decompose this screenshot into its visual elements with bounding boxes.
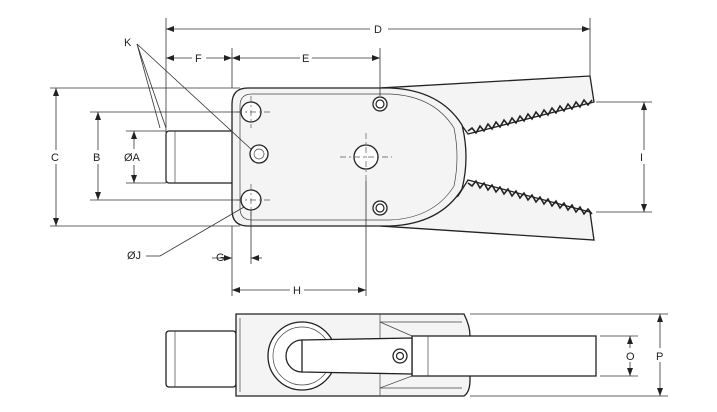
label-b: B xyxy=(93,152,100,164)
housing-inner xyxy=(239,93,458,221)
upper-serration xyxy=(467,98,593,135)
screw-k xyxy=(249,144,269,164)
housing-outer xyxy=(231,87,467,227)
label-h: H xyxy=(293,285,301,297)
label-e: E xyxy=(302,53,309,65)
label-p: P xyxy=(656,351,663,363)
screw-k-inner xyxy=(253,148,265,160)
dim-d: D xyxy=(165,18,591,183)
pin-upper xyxy=(372,96,388,112)
dim-h: H xyxy=(231,181,367,297)
dim-f-e: F E xyxy=(166,48,381,96)
side-view xyxy=(165,313,597,397)
label-i: I xyxy=(640,152,643,164)
label-a: ØA xyxy=(124,152,141,164)
label-d: D xyxy=(374,24,382,36)
pin-upper-inner xyxy=(375,99,385,109)
label-j: ØJ xyxy=(127,250,141,262)
side-pin xyxy=(392,348,408,364)
dim-o-p: O P xyxy=(470,313,668,397)
label-k: K xyxy=(124,37,132,49)
lower-serration xyxy=(467,179,593,216)
leader-j: ØJ xyxy=(127,206,245,262)
label-f: F xyxy=(195,53,202,65)
label-o: O xyxy=(626,351,635,363)
side-link xyxy=(301,337,413,375)
dim-c-b-a: C B ØA xyxy=(50,87,240,227)
pin-lower xyxy=(372,200,388,216)
side-jaw xyxy=(411,335,597,377)
label-g: G xyxy=(216,252,225,264)
leader-k: K xyxy=(124,37,253,151)
shaft-body xyxy=(165,130,235,184)
dim-g: G xyxy=(212,210,262,264)
dim-i: I xyxy=(596,101,652,213)
label-c: C xyxy=(51,152,59,164)
pin-lower-inner xyxy=(375,203,385,213)
side-shaft xyxy=(165,330,237,388)
